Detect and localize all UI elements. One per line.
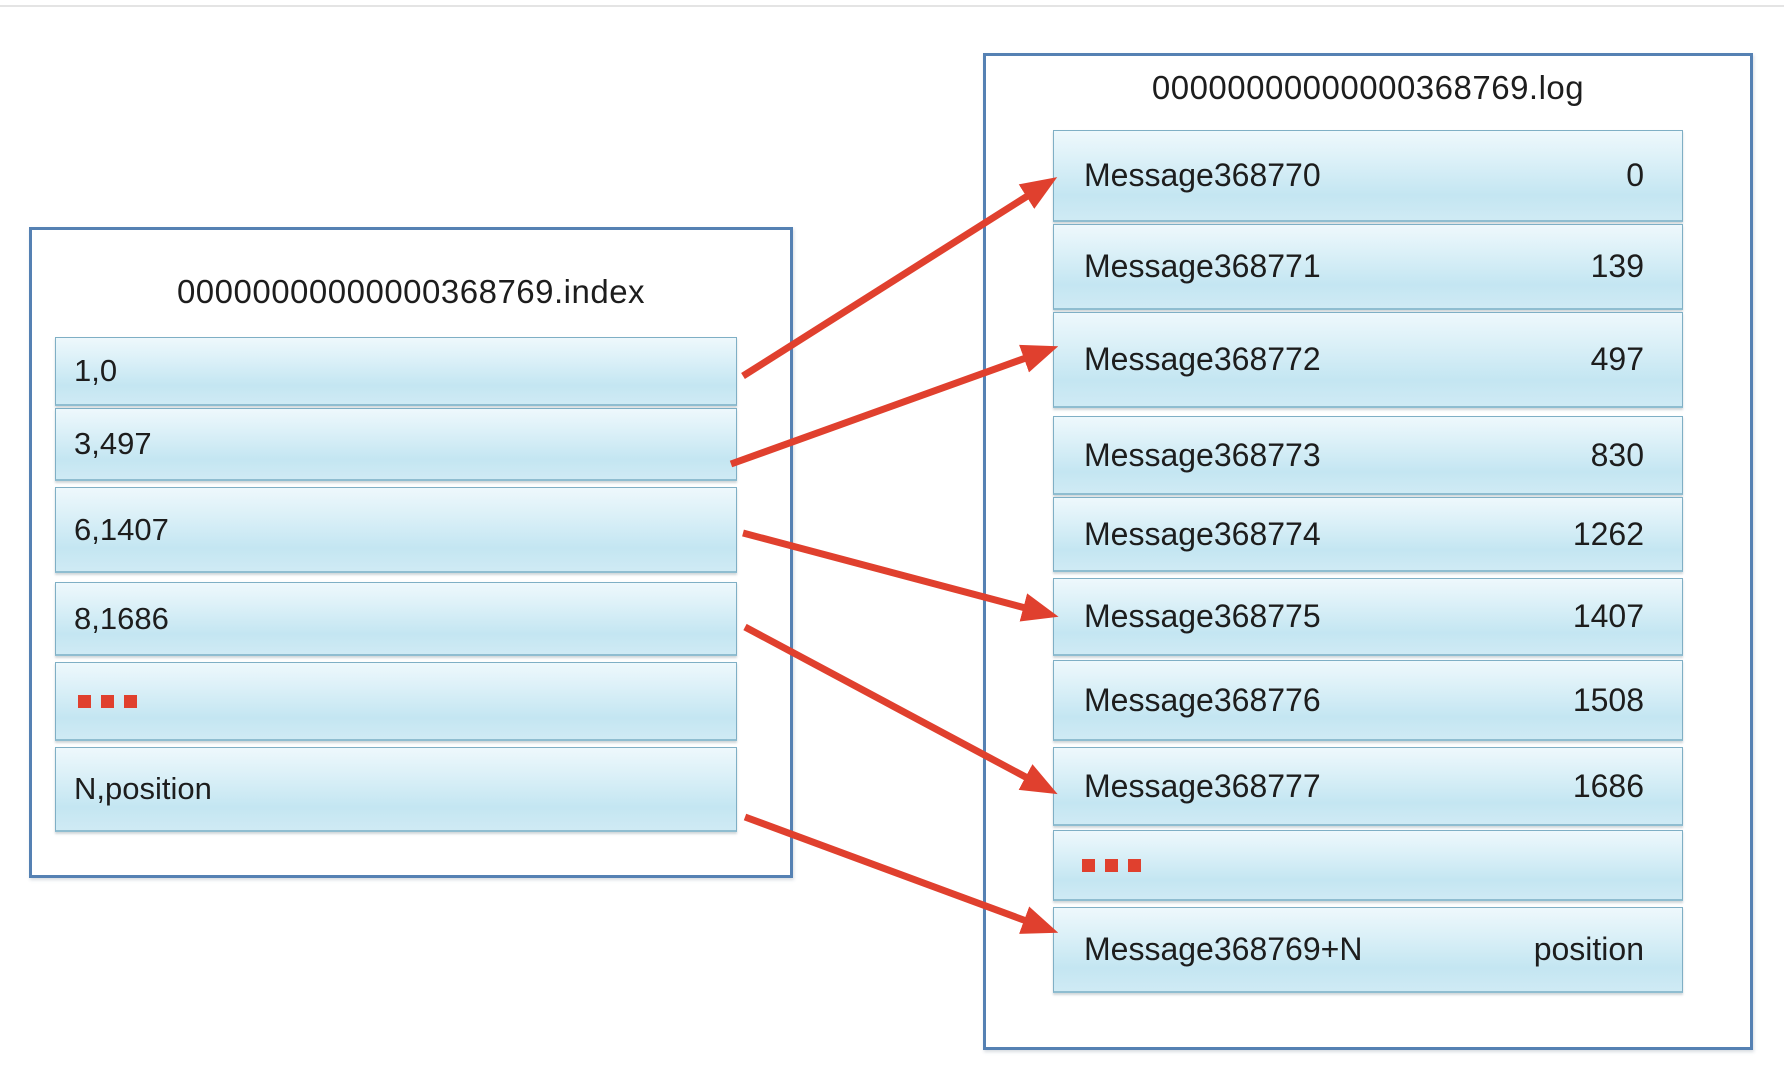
log-message-label: Message368776 [1084, 681, 1321, 718]
log-message-label: Message368772 [1084, 341, 1321, 377]
index-entry-label: 1,0 [74, 353, 118, 388]
ellipsis-dot [101, 694, 114, 708]
log-row: Message368777 1686 [1053, 747, 1683, 826]
log-message-label: Message368774 [1084, 515, 1321, 552]
index-row [55, 662, 737, 741]
log-message-label: Message368771 [1084, 248, 1321, 284]
index-row: N,position [55, 747, 737, 832]
index-row: 1,0 [55, 337, 737, 406]
log-position-value: 139 [1590, 248, 1644, 284]
log-position-value: 1508 [1572, 681, 1644, 718]
log-position-value: 830 [1590, 436, 1644, 473]
index-row: 6,1407 [55, 487, 737, 573]
index-entry-label: 6,1407 [74, 511, 169, 547]
ellipsis-dot [1082, 858, 1095, 872]
log-position-value: 1686 [1572, 767, 1644, 804]
log-position-value: 1407 [1572, 598, 1644, 634]
slide-top-edge [0, 5, 1784, 7]
ellipsis-icon [56, 694, 137, 708]
ellipsis-dot [1128, 858, 1141, 872]
log-row: Message368769+N position [1053, 907, 1683, 993]
log-position-value: position [1533, 931, 1644, 967]
log-message-label: Message368777 [1084, 767, 1321, 804]
index-entry-label: N,position [74, 771, 212, 806]
ellipsis-dot [78, 694, 91, 708]
log-message-label: Message368773 [1084, 436, 1321, 473]
log-row: Message368773 830 [1053, 416, 1683, 495]
log-row: Message368772 497 [1053, 312, 1683, 408]
log-position-value: 1262 [1572, 515, 1644, 552]
log-row: Message368771 139 [1053, 224, 1683, 310]
log-position-value: 0 [1626, 157, 1644, 193]
index-entry-label: 8,1686 [74, 600, 169, 636]
ellipsis-icon [1054, 858, 1141, 872]
log-row: Message368775 1407 [1053, 578, 1683, 656]
log-message-label: Message368770 [1084, 157, 1321, 193]
index-row: 8,1686 [55, 582, 737, 656]
log-message-label: Message368775 [1084, 598, 1321, 634]
log-row [1053, 830, 1683, 901]
log-row: Message368774 1262 [1053, 497, 1683, 572]
log-row: Message368776 1508 [1053, 660, 1683, 741]
ellipsis-dot [1105, 858, 1118, 872]
log-row: Message368770 0 [1053, 130, 1683, 222]
log-message-label: Message368769+N [1084, 931, 1363, 967]
index-row: 3,497 [55, 408, 737, 481]
log-position-value: 497 [1590, 341, 1644, 377]
log-file-title: 00000000000000368769.log [1151, 69, 1585, 106]
index-file-title: 00000000000000368769.index [176, 273, 646, 310]
ellipsis-dot [124, 694, 137, 708]
index-entry-label: 3,497 [74, 426, 152, 461]
